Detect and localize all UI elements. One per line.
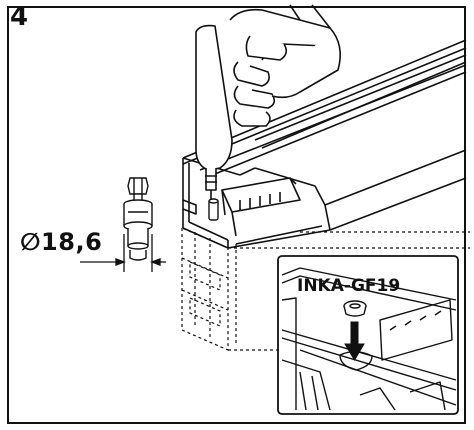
screw-in-trunking	[208, 198, 219, 221]
inset-detail-box	[277, 255, 459, 415]
grommet-icon	[343, 300, 367, 317]
diameter-dimension-label: ∅18,6	[20, 228, 103, 256]
bolt-fitting-icon	[123, 177, 153, 261]
down-arrow-icon	[344, 321, 365, 361]
product-code-label: INKA-GF19	[297, 276, 401, 296]
dimension-lines	[80, 234, 166, 272]
hand-holding-screwdriver-icon	[195, 4, 341, 200]
cable-trunking	[182, 39, 467, 249]
step-number: 4	[10, 2, 29, 32]
